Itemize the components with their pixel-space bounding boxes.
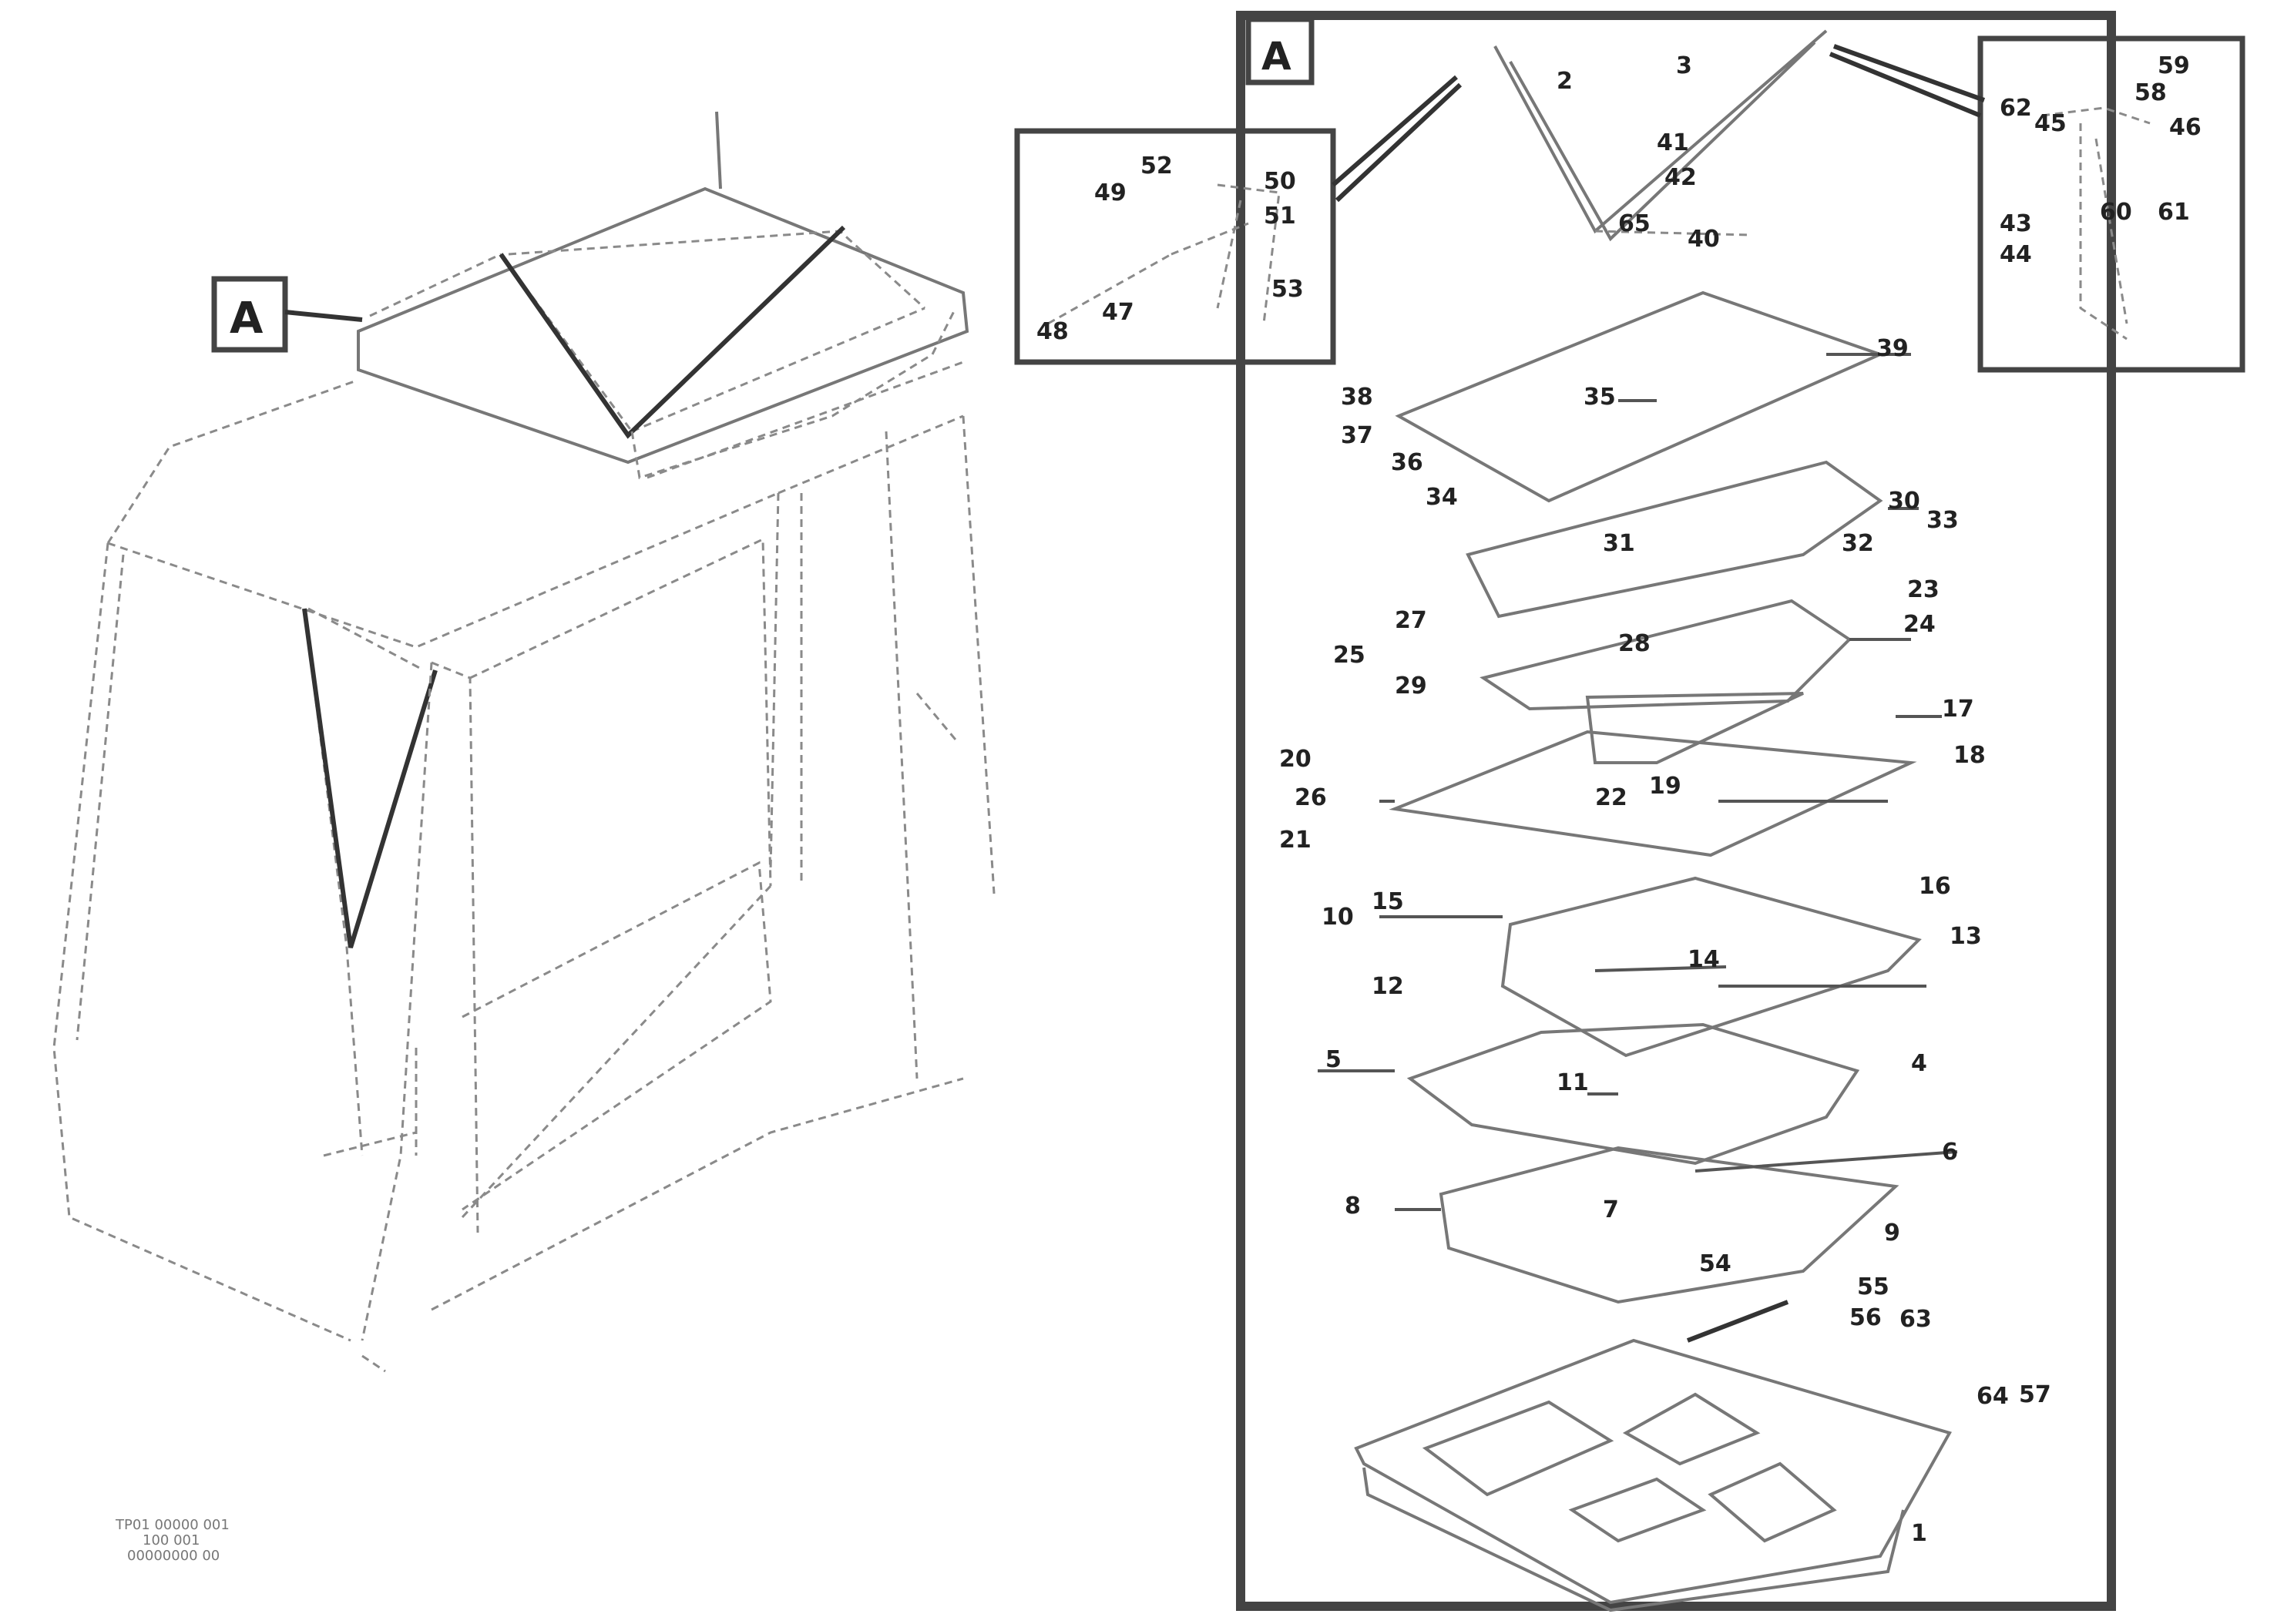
part-callout: 57 bbox=[2019, 1381, 2051, 1408]
part-callout: 47 bbox=[1102, 299, 1134, 326]
part-callout: 48 bbox=[1036, 318, 1069, 345]
part-callout: 42 bbox=[1664, 164, 1697, 191]
callout-labels: 1234567891011121314151617181920212223242… bbox=[1036, 52, 2202, 1547]
cab-overview-drawing: A bbox=[52, 111, 996, 1373]
part-callout: 30 bbox=[1888, 488, 1920, 515]
part-callout: 34 bbox=[1426, 484, 1458, 511]
part-callout: 26 bbox=[1295, 784, 1327, 811]
part-callout: 37 bbox=[1341, 422, 1373, 449]
part-callout: 7 bbox=[1603, 1196, 1619, 1223]
part-callout: 32 bbox=[1842, 530, 1874, 557]
part-callout: 53 bbox=[1271, 276, 1304, 303]
part-callout: 45 bbox=[2034, 110, 2067, 137]
part-callout: 20 bbox=[1279, 746, 1312, 773]
part-callout: 41 bbox=[1657, 129, 1689, 156]
part-callout: 9 bbox=[1884, 1220, 1900, 1247]
part-callout: 19 bbox=[1649, 773, 1681, 800]
part-callout: 22 bbox=[1595, 784, 1627, 811]
part-callout: 50 bbox=[1264, 168, 1296, 195]
part-callout: 52 bbox=[1140, 153, 1173, 180]
part-callout: 24 bbox=[1903, 611, 1936, 638]
stamp-line-3: 00000000 00 bbox=[127, 1548, 220, 1564]
part-callout: 59 bbox=[2158, 52, 2190, 79]
part-callout: 51 bbox=[1264, 203, 1296, 230]
part-callout: 29 bbox=[1395, 673, 1427, 700]
part-callout: 2 bbox=[1557, 68, 1573, 95]
drawing-stamp: TP01 00000 001 100 001 00000000 00 bbox=[115, 1517, 230, 1564]
part-callout: 58 bbox=[2134, 79, 2167, 106]
part-callout: 49 bbox=[1094, 180, 1127, 206]
part-callout: 35 bbox=[1584, 384, 1616, 411]
svg-text:A: A bbox=[230, 294, 264, 344]
part-callout: 25 bbox=[1333, 642, 1365, 669]
part-callout: 4 bbox=[1911, 1050, 1927, 1077]
part-callout: 15 bbox=[1372, 888, 1404, 915]
stamp-line-1: TP01 00000 001 bbox=[115, 1517, 230, 1533]
part-callout: 8 bbox=[1345, 1193, 1361, 1220]
part-callout: 44 bbox=[2000, 241, 2032, 268]
part-callout: 36 bbox=[1391, 449, 1423, 476]
part-callout: 10 bbox=[1322, 904, 1354, 931]
part-callout: 14 bbox=[1688, 946, 1720, 973]
part-callout: 33 bbox=[1926, 507, 1959, 534]
part-callout: 55 bbox=[1857, 1273, 1889, 1300]
part-callout: 11 bbox=[1557, 1069, 1589, 1096]
part-callout: 39 bbox=[1876, 335, 1909, 362]
part-callout: 65 bbox=[1618, 210, 1651, 237]
part-callout: 61 bbox=[2158, 199, 2190, 226]
part-callout: 3 bbox=[1676, 52, 1692, 79]
part-callout: 13 bbox=[1950, 923, 1982, 950]
svg-text:A: A bbox=[1261, 34, 1291, 79]
part-callout: 64 bbox=[1977, 1383, 2009, 1410]
part-callout: 62 bbox=[2000, 95, 2032, 122]
part-callout: 63 bbox=[1899, 1306, 1932, 1333]
part-callout: 28 bbox=[1618, 630, 1651, 657]
part-callout: 54 bbox=[1699, 1250, 1731, 1277]
part-callout: 21 bbox=[1279, 827, 1312, 854]
part-callout: 17 bbox=[1942, 696, 1974, 723]
part-callout: 43 bbox=[2000, 210, 2032, 237]
part-callout: 46 bbox=[2169, 114, 2202, 141]
part-callout: 23 bbox=[1907, 576, 1940, 603]
part-callout: 5 bbox=[1325, 1046, 1342, 1073]
callout-leaders bbox=[1318, 353, 1958, 1211]
detail-view-a: A bbox=[1014, 11, 2245, 1612]
part-callout: 27 bbox=[1395, 607, 1427, 634]
part-callout: 6 bbox=[1942, 1139, 1958, 1166]
part-callout: 18 bbox=[1953, 742, 1986, 769]
part-callout: 1 bbox=[1911, 1520, 1927, 1547]
part-callout: 56 bbox=[1849, 1304, 1882, 1331]
part-callout: 31 bbox=[1603, 530, 1635, 557]
part-callout: 60 bbox=[2100, 199, 2132, 226]
part-callout: 40 bbox=[1688, 226, 1720, 253]
part-callout: 16 bbox=[1919, 873, 1951, 900]
part-callout: 12 bbox=[1372, 973, 1404, 1000]
stamp-line-2: 100 001 bbox=[143, 1532, 200, 1549]
part-callout: 38 bbox=[1341, 384, 1373, 411]
